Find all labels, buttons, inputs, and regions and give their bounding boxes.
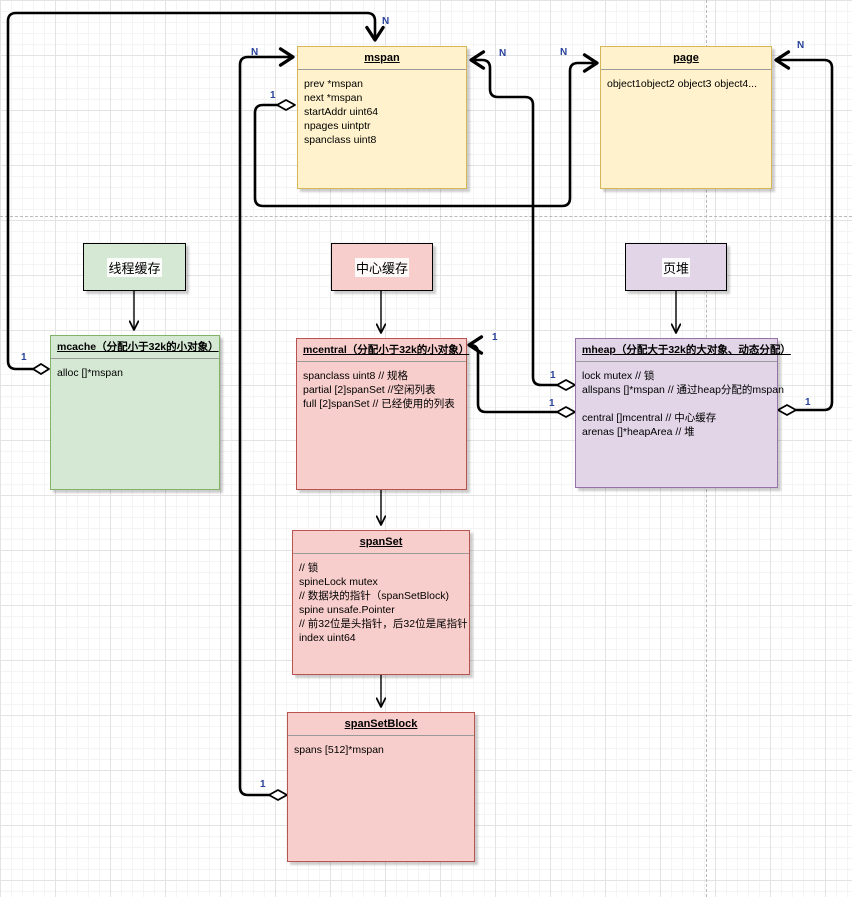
edge-mheap-to-mcentral[interactable]: [467, 335, 559, 414]
multiplicity-mspan-top: N: [382, 16, 390, 27]
field-line: lock mutex // 锁: [582, 370, 655, 382]
class-fields-mcache: alloc []*mspan: [51, 359, 219, 387]
class-fields-spanset: // 锁 spineLock mutex // 数据块的指针（spanSetBl…: [293, 554, 469, 652]
diamond-mheap-upper: [556, 379, 576, 391]
class-title-spansetblock: spanSetBlock: [288, 713, 474, 736]
class-fields-spansetblock: spans [512]*mspan: [288, 736, 474, 764]
field-line: [582, 397, 771, 411]
multiplicity-spansetblock-left: 1: [260, 779, 266, 790]
multiplicity-mspan-left-1: 1: [270, 90, 276, 101]
edge-mspan-to-page[interactable]: [253, 53, 599, 208]
page-boundary-horizontal: [0, 216, 852, 217]
field-line: arenas []*heapArea // 堆: [582, 426, 695, 438]
multiplicity-page-left: N: [560, 47, 568, 58]
class-box-spansetblock[interactable]: spanSetBlock spans [512]*mspan: [287, 712, 475, 862]
class-title-mcentral: mcentral（分配小于32k的小对象）: [297, 339, 469, 362]
field-line: allspans []*mspan // 通过heap分配的mspan: [582, 384, 784, 396]
multiplicity-mcentral-right: 1: [492, 332, 498, 343]
field-line: // 前32位是头指针，后32位是尾指针: [299, 618, 468, 630]
label-box-page-heap[interactable]: 页堆: [625, 243, 727, 291]
edge-mcache-to-mspan[interactable]: [6, 11, 385, 371]
field-line: // 锁: [299, 562, 319, 574]
class-box-mcache[interactable]: mcache（分配小于32k的小对象） alloc []*mspan: [50, 335, 220, 490]
class-fields-mheap: lock mutex // 锁 allspans []*mspan // 通过h…: [576, 362, 784, 446]
multiplicity-mheap-upper: 1: [550, 370, 556, 381]
class-title-page: page: [601, 47, 771, 70]
label-box-central-cache[interactable]: 中心缓存: [331, 243, 433, 291]
edge-spansetblock-to-mspan[interactable]: [238, 47, 295, 797]
field-line: object1object2 object3 object4...: [607, 78, 758, 90]
label-page-heap: 页堆: [661, 257, 690, 277]
multiplicity-mheap-lower: 1: [549, 398, 555, 409]
field-line: prev *mspan: [304, 78, 363, 90]
field-line: next *mspan: [304, 92, 363, 104]
diamond-mheap-lower: [556, 406, 576, 418]
class-fields-mspan: prev *mspan next *mspan startAddr uint64…: [298, 70, 466, 154]
field-line: spans [512]*mspan: [294, 744, 384, 756]
diamond-mcache: [32, 363, 50, 375]
field-line: partial [2]spanSet //空闲列表: [303, 384, 436, 396]
class-title-mspan: mspan: [298, 47, 466, 70]
class-title-mcache: mcache（分配小于32k的小对象）: [51, 336, 219, 359]
diamond-mspan: [276, 99, 296, 111]
class-box-spanset[interactable]: spanSet // 锁 spineLock mutex // 数据块的指针（s…: [292, 530, 470, 675]
field-line: npages uintptr: [304, 120, 371, 132]
label-central-cache: 中心缓存: [354, 257, 409, 277]
field-line: alloc []*mspan: [57, 367, 123, 379]
class-title-mheap: mheap（分配大于32k的大对象、动态分配）: [576, 339, 791, 362]
class-fields-page: object1object2 object3 object4...: [601, 70, 771, 98]
multiplicity-mcache-left: 1: [21, 352, 27, 363]
diamond-mheap-right: [777, 404, 797, 416]
edge-mheap-to-page[interactable]: [774, 50, 834, 412]
field-line: startAddr uint64: [304, 106, 379, 118]
field-line: full [2]spanSet // 已经使用的列表: [303, 398, 455, 410]
class-box-mheap[interactable]: mheap（分配大于32k的大对象、动态分配） lock mutex // 锁 …: [575, 338, 791, 488]
edge-mheap-to-mspan[interactable]: [469, 50, 559, 387]
diamond-spansetblock: [268, 789, 288, 801]
field-line: spanclass uint8 // 规格: [303, 370, 409, 382]
multiplicity-mspan-left-n: N: [251, 47, 259, 58]
multiplicity-mspan-right: N: [499, 48, 507, 59]
class-fields-mcentral: spanclass uint8 // 规格 partial [2]spanSet…: [297, 362, 466, 418]
class-box-page[interactable]: page object1object2 object3 object4...: [600, 46, 772, 189]
class-box-mspan[interactable]: mspan prev *mspan next *mspan startAddr …: [297, 46, 467, 189]
field-line: spineLock mutex: [299, 576, 378, 588]
class-box-mcentral[interactable]: mcentral（分配小于32k的小对象） spanclass uint8 //…: [296, 338, 469, 490]
label-thread-cache: 线程缓存: [107, 257, 162, 277]
multiplicity-mheap-right: 1: [805, 397, 811, 408]
class-title-spanset: spanSet: [293, 531, 469, 554]
field-line: spanclass uint8: [304, 134, 377, 146]
field-line: index uint64: [299, 632, 356, 644]
label-box-thread-cache[interactable]: 线程缓存: [83, 243, 186, 291]
multiplicity-page-right: N: [797, 40, 805, 51]
field-line: central []mcentral // 中心缓存: [582, 412, 717, 424]
field-line: spine unsafe.Pointer: [299, 604, 395, 616]
field-line: // 数据块的指针（spanSetBlock): [299, 590, 449, 602]
